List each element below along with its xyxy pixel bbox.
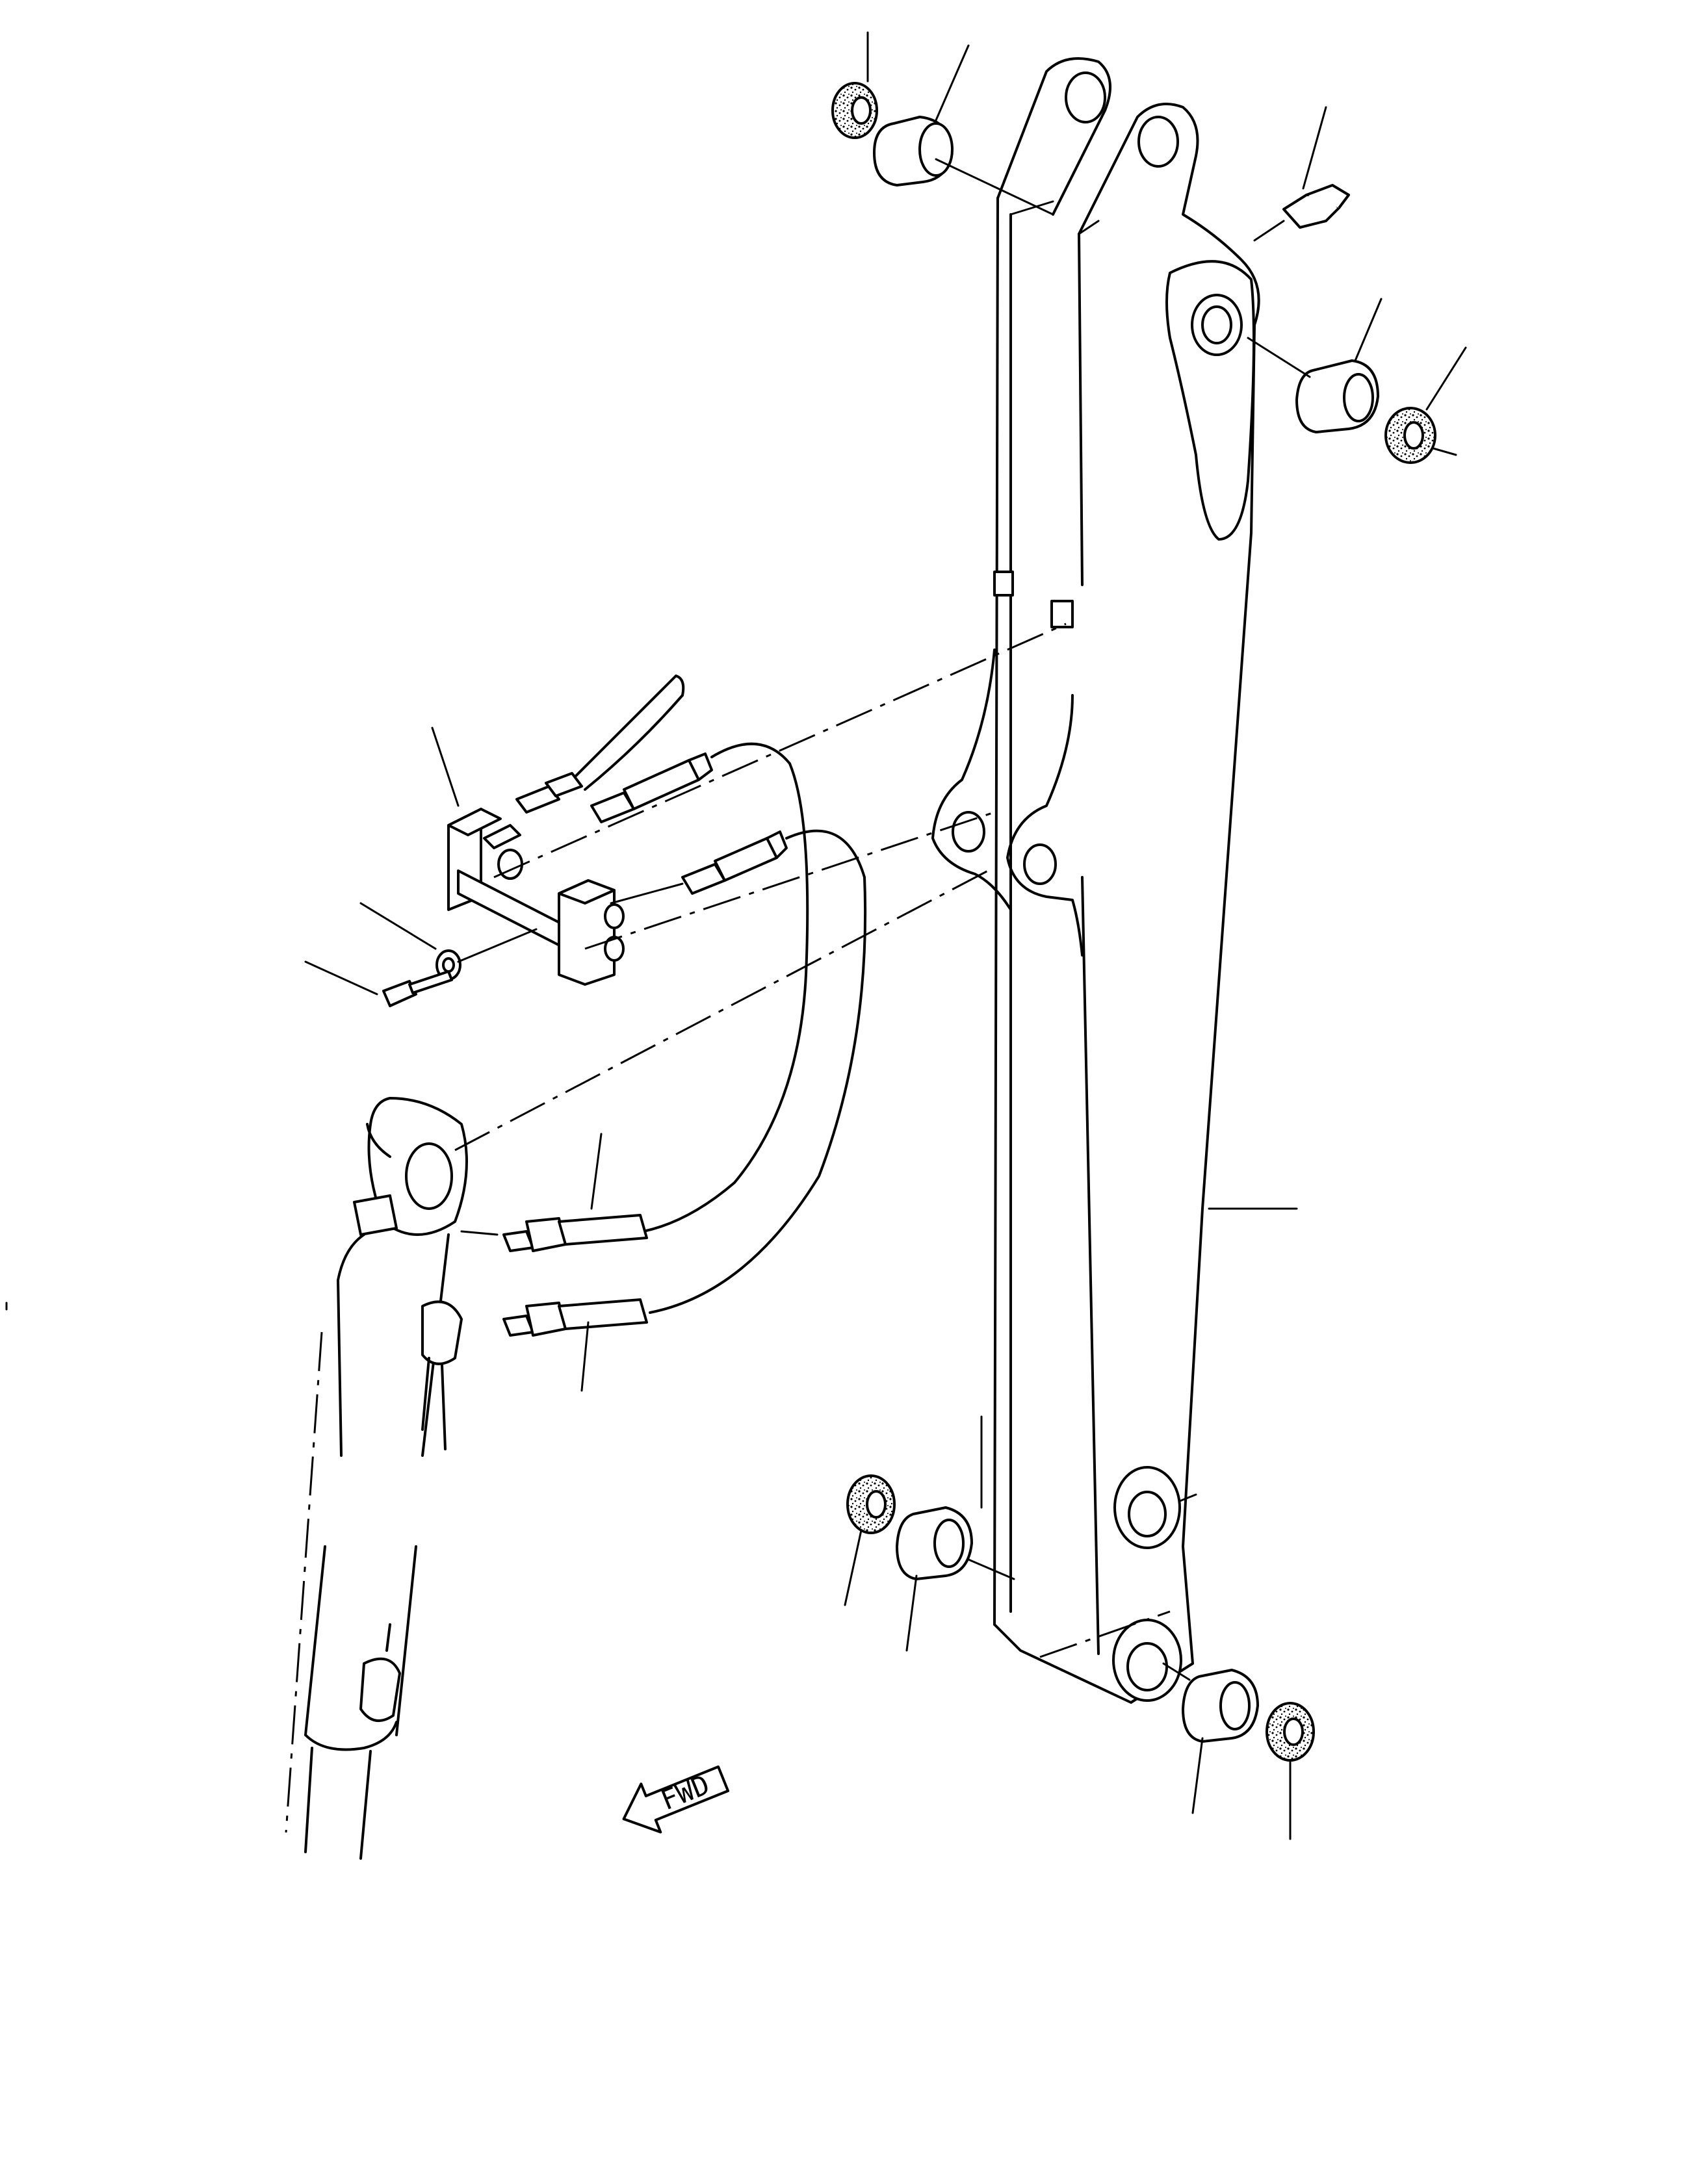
hose-fitting-upper-b xyxy=(714,837,778,882)
lower-bushing-set-right xyxy=(1162,1493,1315,1840)
hose-fitting-lower-a xyxy=(558,1214,648,1246)
hose-fitting-upper-a xyxy=(623,759,700,810)
bracket-hole-front xyxy=(1023,843,1057,885)
forward-arrow-icon: FWD xyxy=(622,1765,730,1834)
hoses xyxy=(642,742,867,1314)
upper-bushing-set xyxy=(831,31,1054,216)
centre-lines xyxy=(454,623,1171,1658)
foot-bushing-set xyxy=(1247,298,1467,464)
upper-pin-hole-rear xyxy=(1065,71,1106,123)
cylinder-elbow-upper xyxy=(421,1300,463,1365)
clip-front xyxy=(1050,600,1074,628)
cylinder-elbow-lower xyxy=(359,1657,401,1722)
upper-hose-fittings xyxy=(515,674,788,905)
upper-pin-hole-front xyxy=(1137,116,1179,168)
hose-clamp-assembly xyxy=(431,726,625,986)
bolt-head xyxy=(382,980,417,1007)
cylinder-eye xyxy=(405,1142,453,1210)
clip-rear xyxy=(993,571,1014,597)
lower-bushing-set-left xyxy=(844,1415,1015,1652)
hydraulic-cylinder xyxy=(285,1097,468,1860)
grease-fitting xyxy=(1253,106,1350,242)
boom-arm xyxy=(931,57,1298,1704)
hose-fitting-lower-b xyxy=(558,1298,648,1330)
lower-hose-fittings xyxy=(460,1133,648,1392)
bracket-hole-rear xyxy=(952,811,985,853)
bolt-washer xyxy=(304,902,538,1007)
